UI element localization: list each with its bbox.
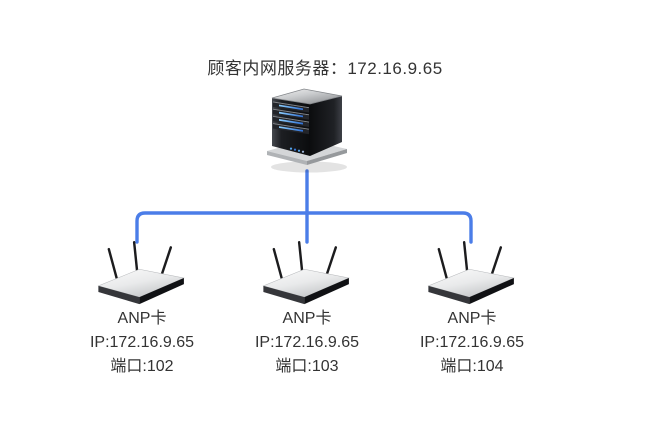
device-port: 端口:104 <box>440 358 504 375</box>
server-shadow <box>271 161 347 173</box>
drive-bay-led <box>279 104 303 111</box>
antenna <box>272 247 284 283</box>
device-ip: IP:172.16.9.65 <box>419 334 525 351</box>
antenna <box>324 246 338 278</box>
device-port: 端口:102 <box>110 358 174 375</box>
drive-bay-led <box>279 111 303 118</box>
device-anp-1: ANP卡 IP:172.16.9.65 端口:102 <box>57 230 227 379</box>
status-led <box>297 149 301 152</box>
antenna <box>159 246 173 278</box>
device-port: 端口:103 <box>275 358 339 375</box>
antenna <box>437 247 449 283</box>
drive-bay-led <box>279 119 303 125</box>
status-led <box>289 147 293 150</box>
antenna <box>489 246 503 278</box>
drive-bay-led <box>279 126 303 132</box>
device-anp-2: ANP卡 IP:172.16.9.65 端口:103 <box>222 230 392 379</box>
device-anp-3: ANP卡 IP:172.16.9.65 端口:104 <box>387 230 557 379</box>
device-ip: IP:172.16.9.65 <box>89 334 195 351</box>
status-led <box>301 150 305 153</box>
antenna <box>107 247 119 283</box>
device-ip: IP:172.16.9.65 <box>254 334 360 351</box>
status-led <box>293 148 297 151</box>
wireless-router-icon <box>427 240 515 305</box>
device-name: ANP卡 <box>117 310 167 327</box>
diagram-title: 顾客内网服务器：172.16.9.65 <box>207 59 443 78</box>
wireless-router-icon <box>97 240 185 305</box>
device-name: ANP卡 <box>447 310 497 327</box>
device-name: ANP卡 <box>282 310 332 327</box>
wireless-router-icon <box>262 240 350 305</box>
server-tower-icon <box>267 88 347 173</box>
